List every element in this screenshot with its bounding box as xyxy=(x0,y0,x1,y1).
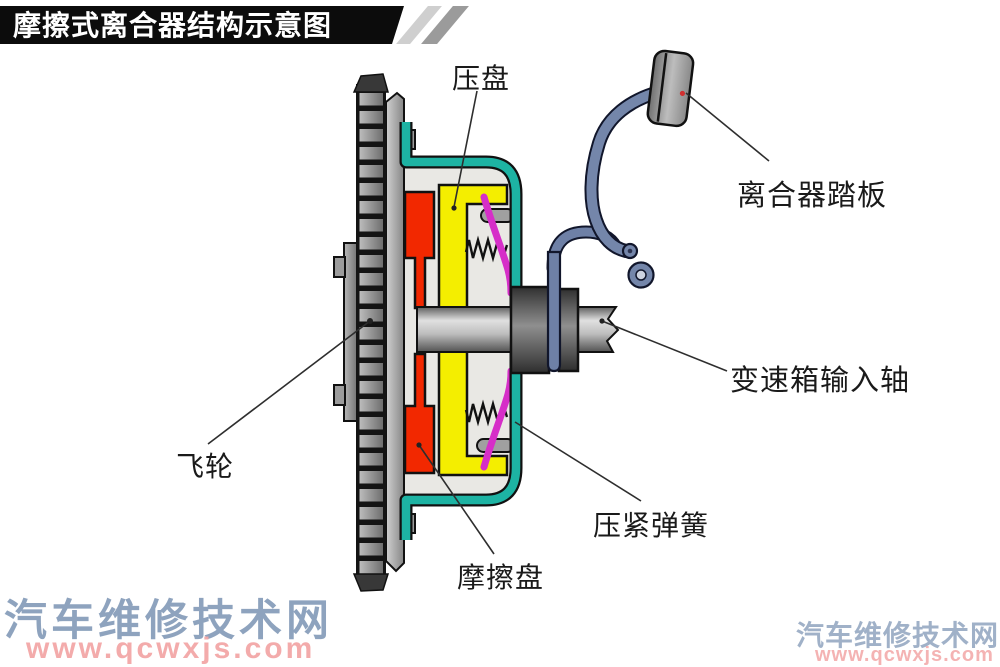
label-pressure-plate: 压盘 xyxy=(452,63,511,94)
watermark-site-name-bottom-right: 汽车维修技术网 xyxy=(796,620,1000,651)
watermark-site-name-bottom-left: 汽车维修技术网 xyxy=(4,597,333,645)
watermark-url-bottom-right: www.qcwxjs.com xyxy=(815,644,994,666)
pedal-arm xyxy=(586,87,664,256)
page-title: 摩擦式离合器结构示意图 xyxy=(13,10,333,41)
pedal-pad xyxy=(646,49,695,128)
label-friction-disc: 摩擦盘 xyxy=(457,562,545,593)
flywheel-assembly xyxy=(333,73,405,592)
ring-gear-cap-top xyxy=(352,73,389,93)
release-fork-tip xyxy=(546,250,562,373)
ring-gear-teeth xyxy=(359,93,383,574)
pressure-plate xyxy=(437,183,509,477)
pedal-pivot-pin xyxy=(627,248,633,254)
friction-disc-lower xyxy=(403,352,436,475)
watermark-url-bottom-left: www.qcwxjs.com xyxy=(26,632,316,665)
ring-gear-cap-bottom xyxy=(352,573,390,592)
label-compression-spring: 压紧弹簧 xyxy=(593,510,710,541)
release-bearing-left xyxy=(509,285,551,375)
label-input-shaft: 变速箱输入轴 xyxy=(730,365,911,397)
pedal-roller-hole xyxy=(635,269,647,281)
leader-dots xyxy=(367,205,605,448)
label-clutch-pedal: 离合器踏板 xyxy=(737,180,888,212)
flywheel-hub-tab-bottom xyxy=(333,384,346,406)
leader-lines xyxy=(207,90,770,555)
title-banner: 摩擦式离合器结构示意图 xyxy=(0,6,404,44)
label-flywheel: 飞轮 xyxy=(176,451,235,482)
flywheel-hub-tab-top xyxy=(333,256,346,278)
release-bearing-right xyxy=(557,287,580,373)
